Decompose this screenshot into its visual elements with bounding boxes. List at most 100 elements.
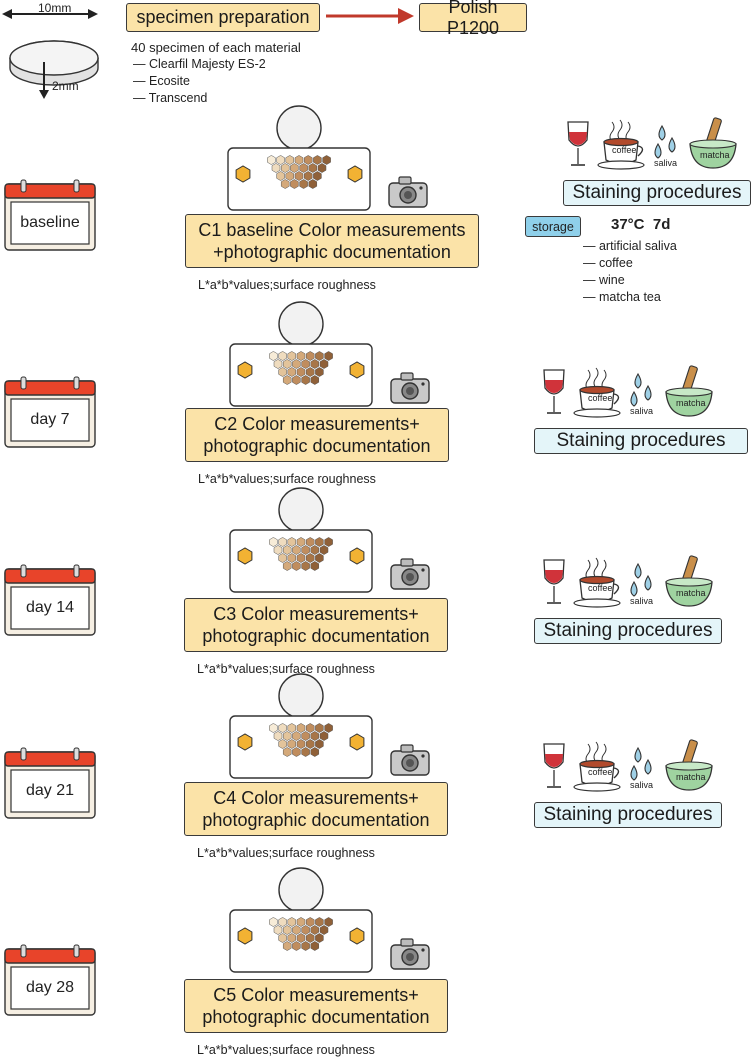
hexagon-marker <box>237 547 253 565</box>
calendar-icon <box>4 376 96 448</box>
measurement-note: L*a*b*values;surface roughness <box>197 1043 375 1057</box>
coffee-cup-icon <box>573 557 621 608</box>
measurement-line: photographic documentation <box>202 810 430 830</box>
measurement-note: L*a*b*values;surface roughness <box>197 846 375 860</box>
calendar-icon <box>4 564 96 636</box>
measurement-station-icon <box>229 867 373 973</box>
hexagon-marker <box>347 165 363 183</box>
coffee-label: coffee <box>612 145 637 155</box>
saliva-drops-icon <box>654 124 676 159</box>
material-item: — Clearfil Majesty ES-2 <box>133 57 266 71</box>
staining-procedures-box: Staining procedures <box>534 802 722 828</box>
color-measurement-box: C3 Color measurements+photographic docum… <box>184 598 448 652</box>
matcha-bowl-icon <box>689 117 737 169</box>
storage-medium: — coffee <box>583 256 633 270</box>
camera-icon <box>390 558 430 590</box>
hexagon-marker <box>349 927 365 945</box>
matcha-bowl-icon <box>665 555 713 607</box>
matcha-bowl-icon <box>665 739 713 791</box>
matcha-label: matcha <box>676 398 706 408</box>
wine-glass-icon <box>567 121 589 166</box>
measurement-note: L*a*b*values;surface roughness <box>198 472 376 486</box>
camera-icon <box>388 176 428 208</box>
calendar-icon <box>4 747 96 819</box>
calendar-day-label: day 14 <box>25 599 75 616</box>
color-measurement-box: C4 Color measurements+photographic docum… <box>184 782 448 836</box>
measurement-station-icon <box>227 105 371 211</box>
dimension-width-label: 10mm <box>38 1 72 15</box>
coffee-label: coffee <box>588 583 613 593</box>
polish-box: Polish P1200 <box>419 0 527 38</box>
calendar-icon <box>4 944 96 1016</box>
measurement-note: L*a*b*values;surface roughness <box>197 662 375 676</box>
hexagon-marker <box>349 733 365 751</box>
calendar-day-label: baseline <box>20 214 80 231</box>
hexagon-marker <box>349 361 365 379</box>
saliva-drops-icon <box>630 562 652 597</box>
material-item: — Ecosite <box>133 74 190 88</box>
measurement-line: C2 Color measurements+ <box>214 414 420 434</box>
measurement-line: photographic documentation <box>203 436 431 456</box>
wine-glass-icon <box>543 743 565 788</box>
saliva-label: saliva <box>654 158 678 168</box>
coffee-label: coffee <box>588 767 613 777</box>
staining-media-icons <box>543 365 713 418</box>
camera-icon <box>390 938 430 970</box>
material-item: — Transcend <box>133 91 208 105</box>
calendar-icon <box>4 179 96 251</box>
staining-procedures-box: Staining procedures <box>563 180 751 206</box>
camera-icon <box>390 372 430 404</box>
saliva-label: saliva <box>630 596 654 606</box>
wine-glass-icon <box>543 559 565 604</box>
color-measurement-box: C1 baseline Color measurements+photograp… <box>185 214 479 268</box>
calendar-day-label: day 7 <box>30 411 70 428</box>
storage-medium: — artificial saliva <box>583 239 677 253</box>
specimen-note: 40 specimen of each material <box>131 40 301 55</box>
matcha-label: matcha <box>700 150 730 160</box>
measurement-line: C3 Color measurements+ <box>213 604 419 624</box>
color-measurement-box: C5 Color measurements+photographic docum… <box>184 979 448 1033</box>
hexagon-marker <box>237 927 253 945</box>
measurement-line: +photographic documentation <box>213 242 451 262</box>
coffee-cup-icon <box>573 741 621 792</box>
staining-media-icons <box>543 555 713 608</box>
storage-medium: — matcha tea <box>583 290 661 304</box>
saliva-label: saliva <box>630 780 654 790</box>
specimen-disc-icon <box>2 8 414 99</box>
coffee-cup-icon <box>597 119 645 170</box>
measurement-line: C1 baseline Color measurements <box>198 220 466 240</box>
specimen-preparation-box: specimen preparation <box>126 3 320 32</box>
staining-procedures-box: Staining procedures <box>534 618 722 644</box>
matcha-bowl-icon <box>665 365 713 417</box>
storage-medium: — wine <box>583 273 625 287</box>
staining-media-icons <box>543 739 713 792</box>
hexagon-marker <box>349 547 365 565</box>
hexagon-marker <box>235 165 251 183</box>
saliva-label: saliva <box>630 406 654 416</box>
staining-procedures-box: Staining procedures <box>534 428 748 454</box>
measurement-note: L*a*b*values;surface roughness <box>198 278 376 292</box>
coffee-label: coffee <box>588 393 613 403</box>
dimension-height-label: 2mm <box>52 79 79 93</box>
storage-tag: storage <box>525 216 581 237</box>
storage-condition: 37°C 7d <box>611 216 671 233</box>
color-measurement-box: C2 Color measurements+photographic docum… <box>185 408 449 462</box>
matcha-label: matcha <box>676 588 706 598</box>
coffee-cup-icon <box>573 367 621 418</box>
camera-icon <box>390 744 430 776</box>
saliva-drops-icon <box>630 372 652 407</box>
hexagon-marker <box>237 361 253 379</box>
staining-media-icons <box>567 117 737 170</box>
wine-glass-icon <box>543 369 565 414</box>
measurement-station-icon <box>229 673 373 779</box>
measurement-line: photographic documentation <box>202 626 430 646</box>
measurement-line: C4 Color measurements+ <box>213 788 419 808</box>
hexagon-marker <box>237 733 253 751</box>
measurement-line: C5 Color measurements+ <box>213 985 419 1005</box>
measurement-station-icon <box>229 301 373 407</box>
saliva-drops-icon <box>630 746 652 781</box>
measurement-line: photographic documentation <box>202 1007 430 1027</box>
measurement-station-icon <box>229 487 373 593</box>
calendar-day-label: day 21 <box>25 782 75 799</box>
matcha-label: matcha <box>676 772 706 782</box>
